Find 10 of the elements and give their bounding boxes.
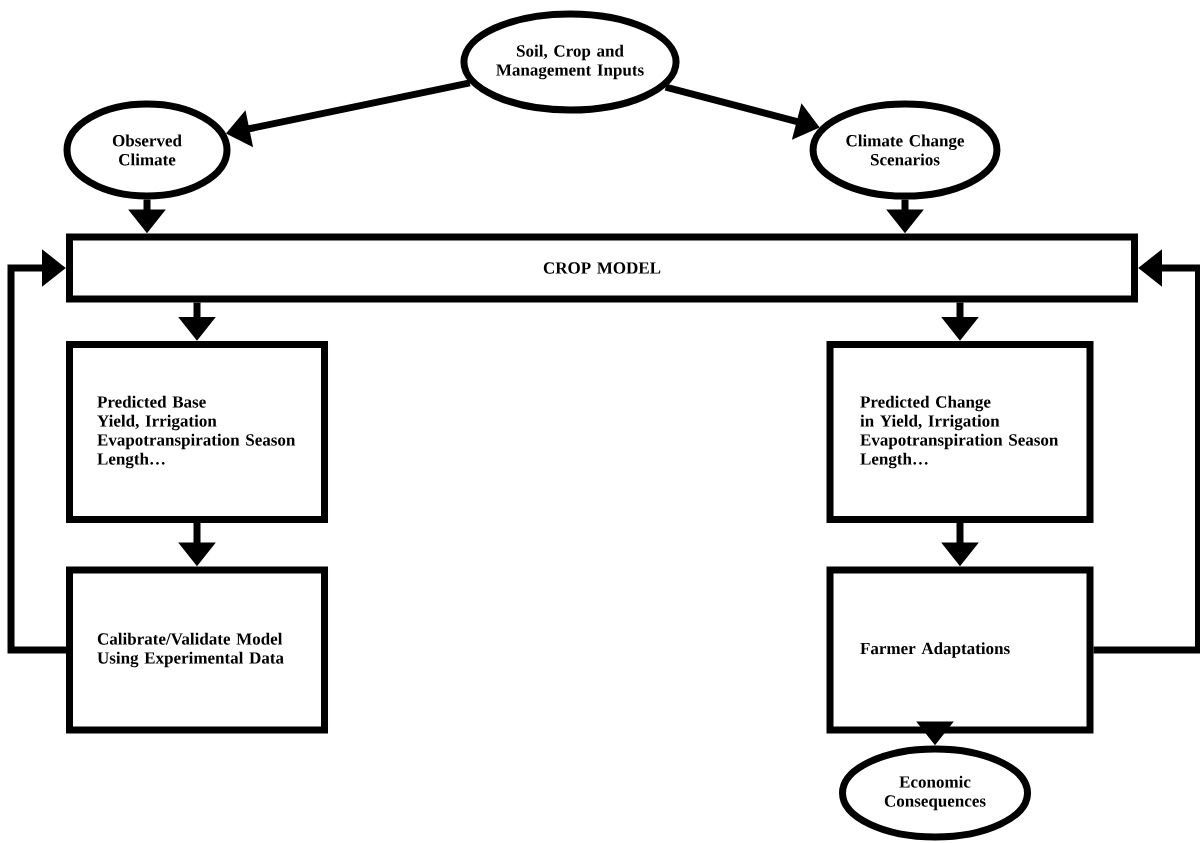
process-box: Predicted Base Yield, Irrigation Evapotranspiration Season Length… (66, 341, 328, 523)
ellipse-node: Observed Climate (63, 100, 231, 200)
model-bar: CROP MODEL (66, 233, 1138, 303)
process-box: Calibrate/Validate Model Using Experimental Data (66, 566, 328, 734)
ellipse-node: Soil, Crop and Management Inputs (460, 10, 680, 114)
ellipse-node: Climate Change Scenarios (809, 100, 1001, 200)
process-box: Farmer Adaptations (826, 566, 1094, 734)
arrow (7, 249, 66, 654)
ellipse-node: Economic Consequences (839, 745, 1031, 841)
process-box: Predicted Change in Yield, Irrigation Evapotranspiration Season Length… (826, 341, 1094, 523)
